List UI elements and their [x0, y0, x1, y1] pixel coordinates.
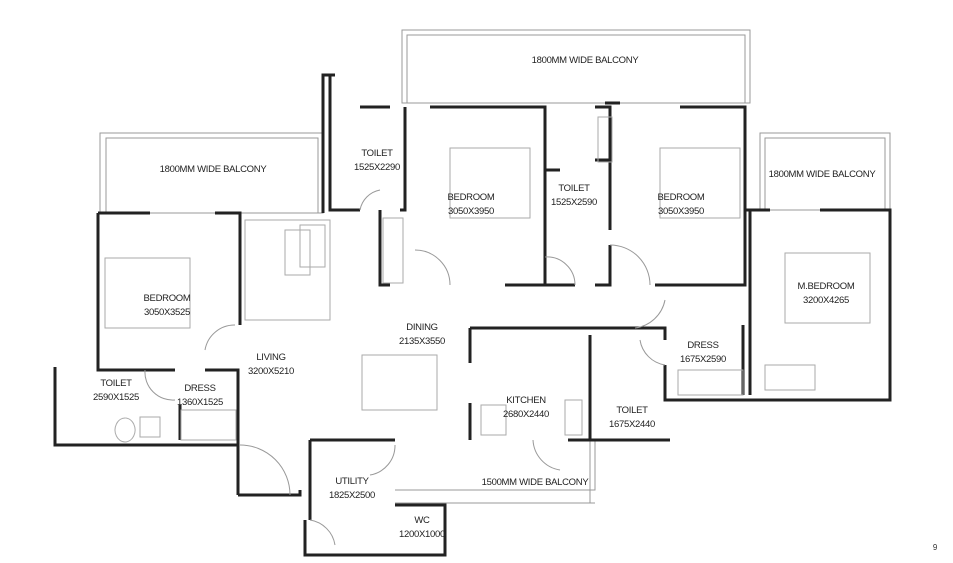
dining-size: 2135X3550: [399, 336, 445, 347]
dress-left-name: DRESS: [184, 383, 215, 394]
door-swings: [144, 189, 666, 546]
utility-name: UTILITY: [335, 476, 369, 487]
toilet-top-size: 1525X2290: [354, 162, 400, 173]
dining-name: DINING: [406, 322, 437, 333]
balcony-right-label: 1800MM WIDE BALCONY: [769, 169, 877, 180]
room-labels: 1800MM WIDE BALCONY 1800MM WIDE BALCONY …: [93, 55, 938, 552]
dress-left-size: 1360X1525: [177, 397, 223, 408]
balcony-outlines: [99, 29, 891, 504]
master-bedroom-size: 3200X4265: [803, 295, 849, 306]
bedroom-mid-name: BEDROOM: [448, 192, 495, 203]
toilet-mid-size: 1525X2590: [551, 197, 597, 208]
page-number: 9: [933, 543, 938, 552]
utility-size: 1825X2500: [329, 490, 375, 501]
toilet-mid-name: TOILET: [558, 183, 590, 194]
kitchen-size: 2680X2440: [503, 409, 549, 420]
toilet-left-size: 2590X1525: [93, 392, 139, 403]
balcony-top-label: 1800MM WIDE BALCONY: [532, 55, 640, 66]
bedroom-mid-size: 3050X3950: [448, 206, 494, 217]
toilet-top-name: TOILET: [361, 148, 393, 159]
dress-right-name: DRESS: [687, 340, 718, 351]
bedroom-right-name: BEDROOM: [658, 192, 705, 203]
bedroom-right-size: 3050X3950: [658, 206, 704, 217]
furniture: [104, 116, 871, 443]
wc-size: 1200X1000: [399, 529, 445, 540]
master-bedroom-name: M.BEDROOM: [798, 281, 855, 292]
toilet-right-name: TOILET: [616, 405, 648, 416]
bedroom-left-size: 3050X3525: [144, 307, 190, 318]
dress-right-size: 1675X2590: [680, 354, 726, 365]
balcony-left-label: 1800MM WIDE BALCONY: [160, 164, 268, 175]
balcony-kitchen-label: 1500MM WIDE BALCONY: [482, 477, 590, 488]
walls: [53, 73, 892, 557]
living-size: 3200X5210: [248, 366, 294, 377]
bedroom-left-name: BEDROOM: [144, 293, 191, 304]
toilet-left-name: TOILET: [100, 378, 132, 389]
living-name: LIVING: [256, 352, 285, 363]
wc-name: WC: [414, 515, 430, 526]
toilet-right-size: 1675X2440: [609, 419, 655, 430]
kitchen-name: KITCHEN: [506, 395, 546, 406]
